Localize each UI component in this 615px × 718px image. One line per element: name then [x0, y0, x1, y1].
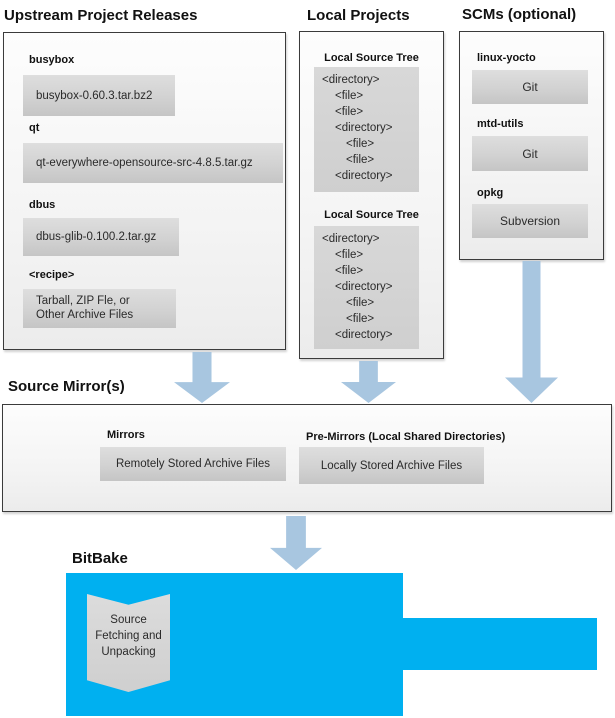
bitbake-pipeline-arm [403, 618, 597, 670]
scm-type-box: Git [472, 136, 588, 171]
tree-entry: <directory> [322, 233, 380, 245]
tree-entry: <file> [346, 138, 375, 150]
tree-entry: <file> [335, 249, 364, 261]
archive-file-box: qt-everywhere-opensource-src-4.8.5.tar.g… [23, 143, 283, 183]
archive-file-box: busybox-0.60.3.tar.bz2 [23, 75, 175, 116]
scm-project-label: mtd-utils [477, 118, 524, 130]
tree-entry: <file> [335, 90, 364, 102]
mirrors-label: Mirrors [107, 429, 145, 441]
tree-entry: <directory> [335, 329, 393, 341]
local-source-tree-label: Local Source Tree [324, 52, 419, 64]
tree-entry: <file> [346, 297, 375, 309]
recipe-name-label: qt [29, 122, 40, 134]
premirrors-storage-box: Locally Stored Archive Files [299, 447, 484, 484]
tree-entry: <file> [346, 313, 375, 325]
upstream-releases-title: Upstream Project Releases [4, 7, 198, 24]
scms-title: SCMs (optional) [462, 6, 577, 23]
premirrors-label: Pre-Mirrors (Local Shared Directories) [306, 431, 506, 443]
source-mirrors-title: Source Mirror(s) [8, 378, 125, 395]
source-tree-listing: <directory> <file> <file> <directory> <f… [314, 67, 419, 192]
tree-entry: <directory> [322, 74, 380, 86]
down-arrow-icon [270, 516, 322, 570]
recipe-name-label: dbus [29, 199, 56, 211]
scm-project-label: opkg [477, 187, 504, 199]
source-mirrors-box: Mirrors Remotely Stored Archive Files Pr… [2, 404, 612, 512]
recipe-name-label: <recipe> [29, 269, 75, 281]
local-source-tree-label: Local Source Tree [324, 209, 419, 221]
mirrors-storage-box: Remotely Stored Archive Files [100, 447, 286, 481]
tree-entry: <directory> [335, 170, 393, 182]
archive-file-box: Tarball, ZIP Fle, or Other Archive Files [23, 289, 176, 328]
tree-entry: <file> [335, 265, 364, 277]
down-arrow-icon [341, 361, 396, 403]
source-fetch-unpack-step: Source Fetching and Unpacking [87, 594, 170, 692]
source-tree-listing: <directory> <file> <file> <directory> <f… [314, 226, 419, 349]
down-arrow-icon [174, 352, 230, 403]
scm-type-box: Subversion [472, 204, 588, 238]
scms-box: linux-yocto Git mtd-utils Git opkg Subve… [459, 31, 604, 260]
scm-project-label: linux-yocto [477, 52, 536, 64]
tree-entry: <file> [346, 154, 375, 166]
upstream-releases-box: busybox busybox-0.60.3.tar.bz2 qt qt-eve… [3, 32, 286, 350]
tree-entry: <file> [335, 106, 364, 118]
tree-entry: <directory> [335, 281, 393, 293]
archive-file-box: dbus-glib-0.100.2.tar.gz [23, 218, 179, 256]
local-projects-box: Local Source Tree <directory> <file> <fi… [299, 31, 444, 359]
tree-entry: <directory> [335, 122, 393, 134]
scm-type-box: Git [472, 70, 588, 104]
bitbake-title: BitBake [72, 550, 128, 567]
local-projects-title: Local Projects [307, 7, 410, 24]
recipe-name-label: busybox [29, 54, 75, 66]
down-arrow-icon [505, 261, 558, 403]
